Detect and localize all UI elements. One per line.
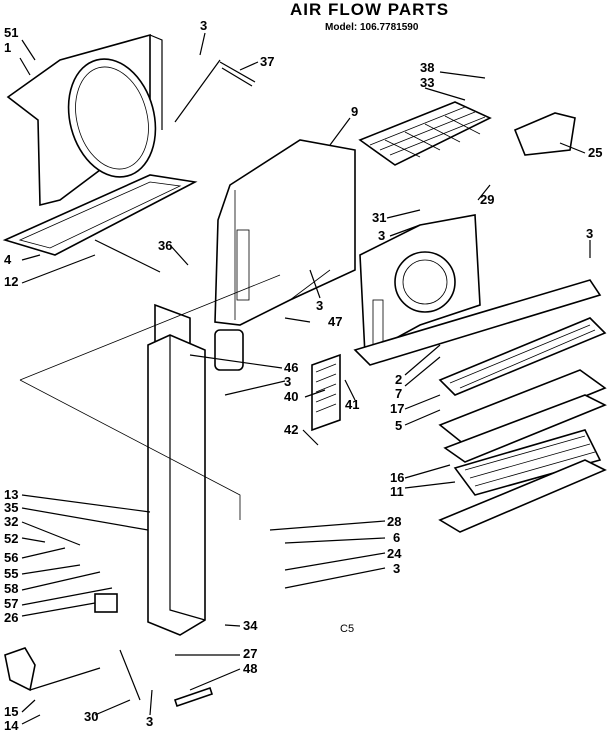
part-control-bracket [513,112,576,156]
diagram-title: AIR FLOW PARTS [290,0,450,19]
callout-3-g: 3 [146,714,153,729]
callout-34: 34 [243,618,258,633]
callout-3: 3 [200,18,207,33]
callout-3-d: 3 [316,298,323,313]
callout-48: 48 [243,661,257,676]
callout-56: 56 [4,550,18,565]
part-filter [443,394,607,496]
callout-58: 58 [4,581,18,596]
callout-7: 7 [395,386,402,401]
callout-55: 55 [4,566,18,581]
part-shaft [173,686,214,708]
callout-3-b: 3 [378,228,385,243]
callout-24: 24 [387,546,402,561]
callout-12: 12 [4,274,18,289]
callout-3-c: 3 [586,226,593,241]
callout-32: 32 [4,514,18,529]
callout-31: 31 [372,210,386,225]
callout-28: 28 [387,514,401,529]
callout-17: 17 [390,401,404,416]
callout-57: 57 [4,596,18,611]
callout-3-f: 3 [393,561,400,576]
callout-29: 29 [480,192,494,207]
part-blower-housing [214,139,356,326]
callout-13: 13 [4,487,18,502]
callout-52: 52 [4,531,18,546]
callout-40: 40 [284,389,298,404]
part-grille [358,101,492,166]
callout-2: 2 [395,372,402,387]
callout-6: 6 [393,530,400,545]
callout-30: 30 [84,709,98,724]
callout-36: 36 [158,238,172,253]
callout-38: 38 [420,60,434,75]
callout-3-e: 3 [284,374,291,389]
part-base-pan [2,174,198,273]
assembly-outline [19,269,331,520]
callout-41: 41 [345,397,359,412]
callout-16: 16 [390,470,404,485]
leader-lines [19,32,591,725]
part-louver [311,353,341,432]
callout-15: 15 [4,704,18,719]
callout-26: 26 [4,610,18,625]
callout-labels: 51 1 3 37 9 38 33 25 29 31 3 3 4 12 36 3… [4,18,602,733]
callout-25: 25 [588,145,602,160]
callout-35: 35 [4,500,18,515]
callout-9: 9 [351,104,358,119]
corner-code: C5 [340,623,354,635]
callout-37: 37 [260,54,274,69]
callout-1: 1 [4,40,11,55]
callout-47: 47 [328,314,342,329]
part-switch [94,593,118,613]
model-number: Model: 106.7781590 [325,22,419,33]
part-rod [174,59,256,123]
callout-14: 14 [4,718,19,733]
part-strap [4,647,36,692]
part-tray [438,369,607,446]
callout-42: 42 [284,422,298,437]
callout-5: 5 [395,418,402,433]
part-front-shroud [6,33,163,207]
part-filter-frame [438,459,607,533]
callout-4: 4 [4,252,12,267]
callout-46: 46 [284,360,298,375]
callout-11: 11 [390,484,404,499]
part-filter-panel [353,279,607,396]
callout-51: 51 [4,25,18,40]
callout-27: 27 [243,646,257,661]
callout-33: 33 [420,75,434,90]
part-control-box [147,329,244,636]
